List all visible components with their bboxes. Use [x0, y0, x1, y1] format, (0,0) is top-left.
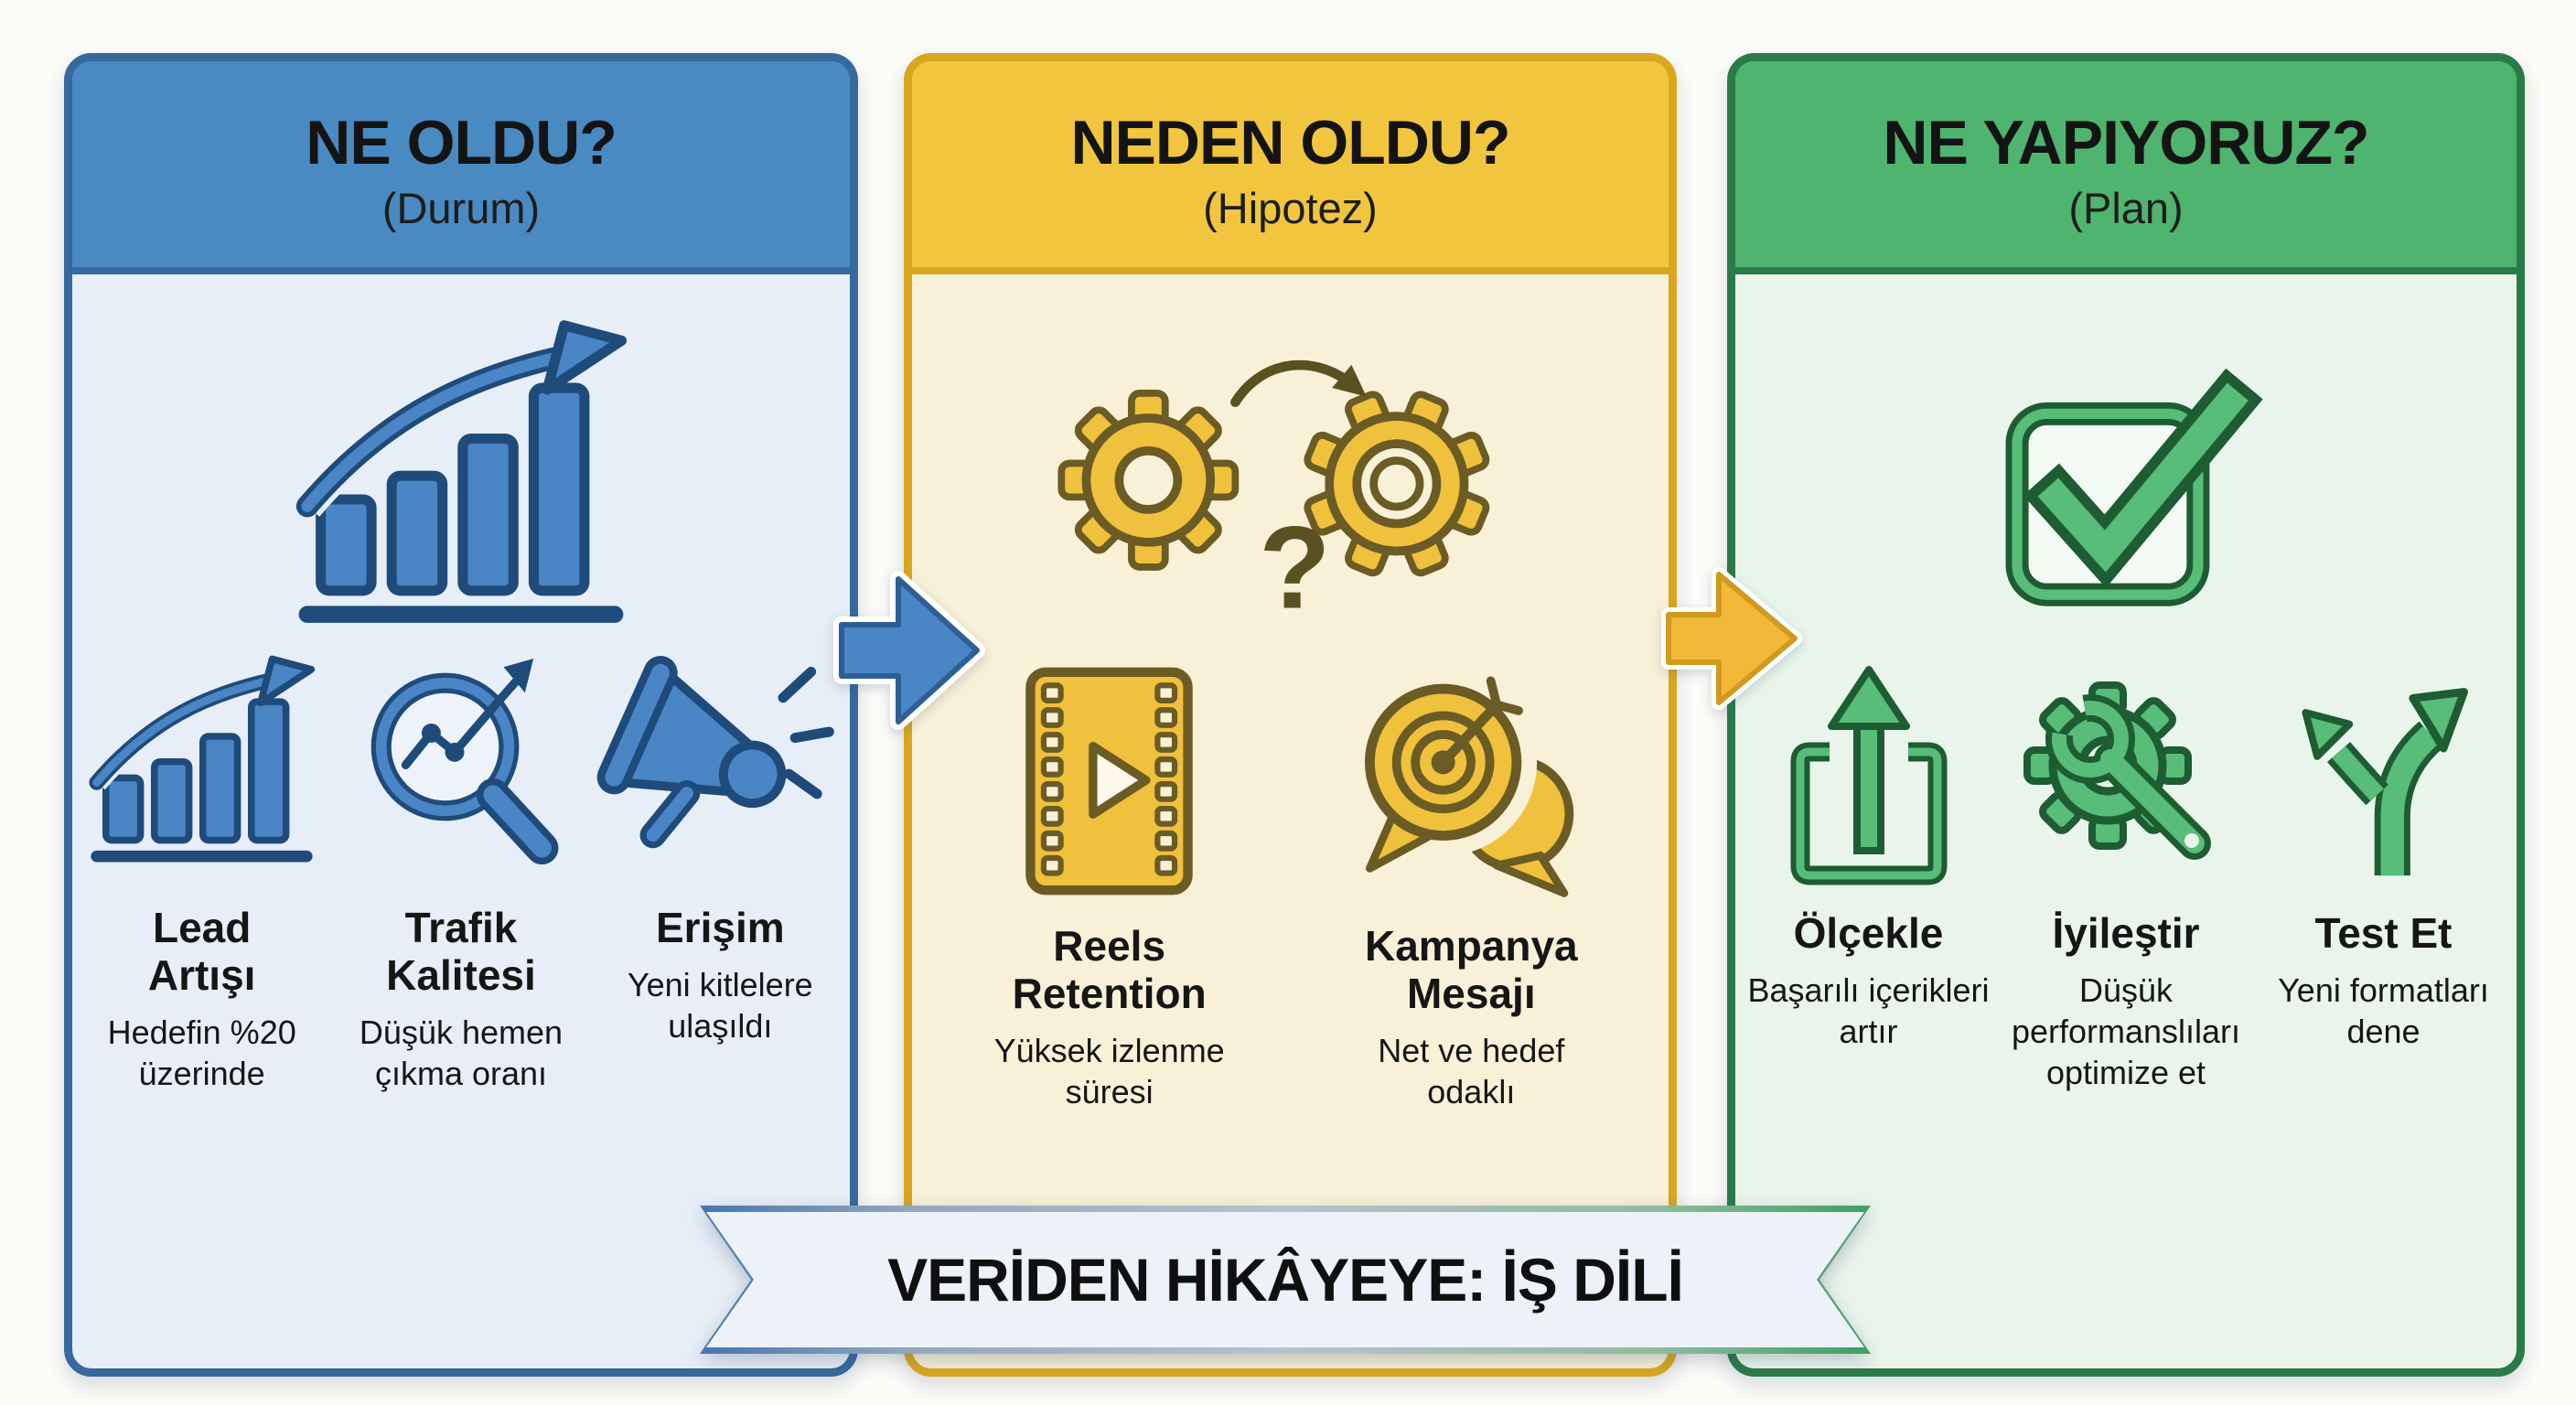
panel-plan-subtitle: (Plan): [2068, 184, 2184, 232]
item-desc: Başarılı içerikleri artır: [1747, 971, 1990, 1050]
item-desc: Yeni formatları dene: [2278, 971, 2489, 1050]
panel-plan: NE YAPIYORUZ? (Plan): [1727, 53, 2525, 1377]
item-label: Reels Retention: [1012, 922, 1207, 1017]
hipotez-items-row: Reels Retention Yüksek izlenme süresi: [912, 657, 1669, 1112]
item-desc: Net ve hedef odaklı: [1378, 1032, 1565, 1110]
panel-hipotez: NEDEN OLDU? (Hipotez): [904, 53, 1677, 1377]
item-erisim: Erişim Yeni kitlelere ulaşıldı: [591, 638, 850, 1046]
item-lead-artisi: Lead Artışı Hedefin %20 üzerinde: [72, 638, 331, 1094]
item-desc: Yüksek izlenme süresi: [993, 1032, 1225, 1110]
panel-durum-body: Lead Artışı Hedefin %20 üzerinde: [72, 274, 850, 1094]
panel-plan-body: Ölçekle Başarılı içerikleri artır: [1735, 274, 2517, 1093]
panel-durum-subtitle: (Durum): [381, 184, 541, 232]
film-strip-play-icon: [1019, 657, 1199, 906]
item-reels-retention: Reels Retention Yüksek izlenme süresi: [945, 657, 1274, 1112]
item-desc: Düşük hemen çıkma oranı: [359, 1014, 564, 1092]
item-label: Lead Artışı: [147, 904, 256, 999]
upload-box-icon: [1773, 657, 1965, 893]
plan-items-row: Ölçekle Başarılı içerikleri artır: [1735, 657, 2517, 1093]
bar-chart-rising-icon: [80, 638, 323, 887]
item-kampanya-mesaji: Kampanya Mesajı Net ve hedef odaklı: [1306, 657, 1636, 1112]
item-label: Kampanya Mesajı: [1364, 922, 1578, 1017]
magnifier-trend-icon: [344, 638, 578, 887]
growth-bar-chart-icon: [284, 316, 639, 638]
item-label: Trafik Kalitesi: [386, 904, 536, 999]
gears-question-icon: ?: [1041, 331, 1540, 634]
panel-durum: NE OLDU? (Durum): [64, 53, 858, 1377]
megaphone-icon: [596, 638, 835, 887]
item-olcekle: Ölçekle Başarılı içerikleri artır: [1744, 657, 1993, 1052]
branching-arrows-icon: [2271, 657, 2496, 893]
right-arrow-yellow-icon: [1661, 567, 1802, 710]
ribbon-border: VERİDEN HİKÂYEYE: İŞ DİLİ: [700, 1206, 1871, 1354]
item-label: Test Et: [2314, 909, 2453, 957]
panel-durum-title: NE OLDU?: [306, 108, 617, 177]
item-desc: Düşük performanslıları optimize et: [2011, 971, 2241, 1091]
panel-hipotez-subtitle: (Hipotez): [1203, 184, 1378, 232]
right-arrow-blue-icon: [833, 571, 988, 730]
panel-plan-header: NE YAPIYORUZ? (Plan): [1735, 61, 2517, 274]
checkbox-check-icon: [1994, 362, 2263, 626]
ribbon-title: VERİDEN HİKÂYEYE: İŞ DİLİ: [887, 1246, 1683, 1314]
question-mark: ?: [1259, 503, 1330, 634]
item-desc: Yeni kitlelere ulaşıldı: [627, 966, 813, 1045]
item-label: Ölçekle: [1793, 909, 1944, 957]
panel-hipotez-header: NEDEN OLDU? (Hipotez): [912, 61, 1669, 274]
durum-items-row: Lead Artışı Hedefin %20 üzerinde: [72, 638, 850, 1094]
bottom-ribbon-banner: VERİDEN HİKÂYEYE: İŞ DİLİ: [700, 1206, 1871, 1354]
item-label: İyileştir: [2052, 909, 2200, 957]
gear-wrench-icon: [2012, 657, 2240, 893]
panel-plan-title: NE YAPIYORUZ?: [1883, 108, 2369, 177]
item-trafik-kalitesi: Trafik Kalitesi Düşük hemen çıkma oranı: [331, 638, 590, 1094]
item-test-et: Test Et Yeni formatları dene: [2259, 657, 2508, 1052]
chat-target-icon: [1342, 657, 1600, 906]
panel-durum-header: NE OLDU? (Durum): [72, 61, 850, 274]
panel-hipotez-title: NEDEN OLDU?: [1070, 108, 1510, 177]
item-label: Erişim: [656, 904, 785, 951]
item-desc: Hedefin %20 üzerinde: [107, 1014, 296, 1092]
item-iyilestir: İyileştir Düşük performanslıları optimiz…: [2002, 657, 2250, 1093]
ribbon-fill: VERİDEN HİKÂYEYE: İŞ DİLİ: [706, 1212, 1864, 1347]
panel-hipotez-body: ?: [912, 274, 1669, 1112]
